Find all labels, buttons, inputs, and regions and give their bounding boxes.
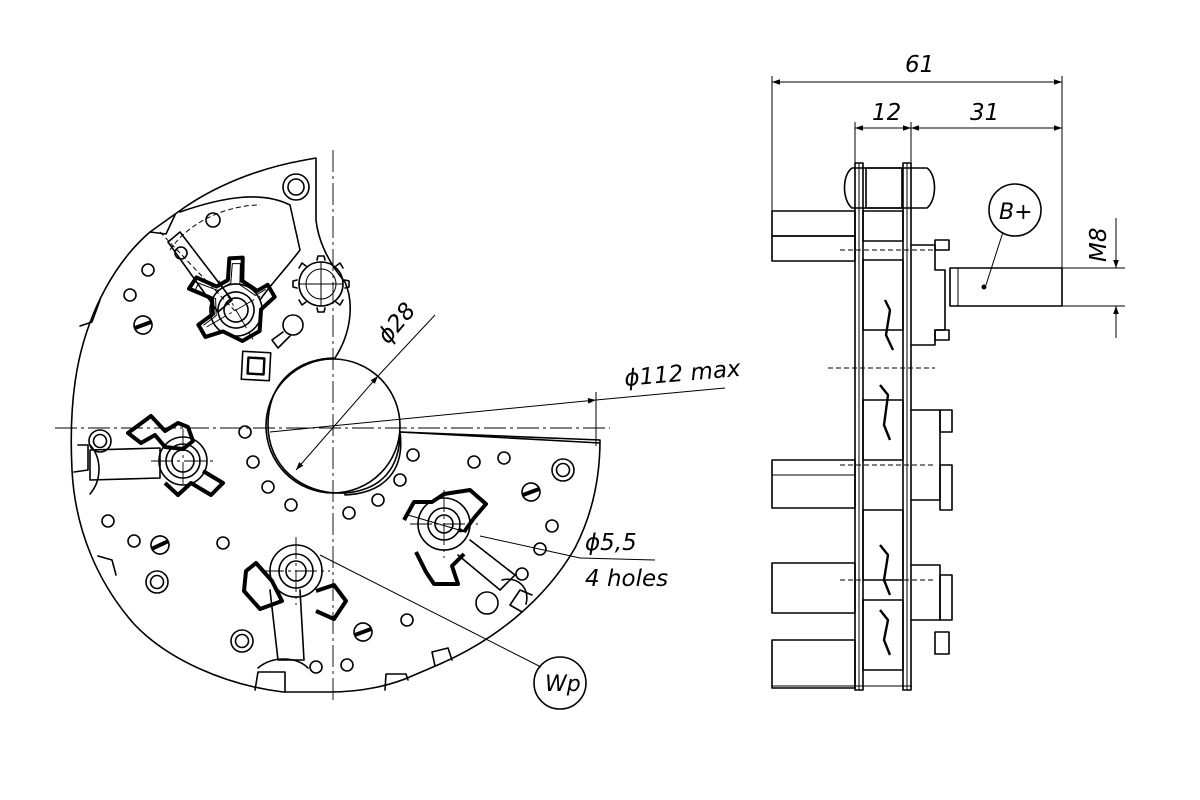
terminal-bar-inner [771, 235, 856, 262]
terminal-length-label: 31 [970, 100, 999, 126]
top-bolt [843, 167, 936, 209]
terminal-bar [771, 459, 856, 509]
dimension-thread: M8 [1062, 218, 1125, 338]
front-view: ϕ28 ϕ112 max ϕ5,5 4 holes Wp [55, 150, 742, 710]
holder-arm [89, 447, 161, 481]
screw-head [146, 531, 174, 559]
callout-wp: Wp [319, 554, 587, 710]
diode-holder [126, 414, 225, 497]
diode-holder [242, 537, 348, 621]
top-bolt-body [865, 167, 903, 209]
terminal-bar [771, 639, 856, 689]
centerline-arc [169, 204, 261, 251]
dimension-holes: ϕ5,5 4 holes [407, 514, 668, 592]
dimension-overall: 61 [771, 52, 1063, 268]
hole-diameter-label: ϕ5,5 [585, 530, 637, 556]
dimension-bore: ϕ28 [295, 298, 436, 471]
center-bore [265, 358, 401, 494]
callout-wp-label: Wp [545, 672, 581, 697]
mounting-hole [88, 429, 112, 453]
outline-notch [254, 671, 286, 693]
callout-b-plus: B+ [985, 183, 1042, 286]
plate-edge [399, 431, 601, 444]
small-holes [101, 246, 559, 674]
thread-label: M8 [1086, 228, 1112, 262]
holder-tab [257, 658, 309, 669]
holder-arm [167, 231, 233, 313]
outline-notch [149, 214, 176, 235]
lug-hole [282, 173, 310, 201]
b-plus-stud [949, 267, 1063, 307]
plate-spacing-label: 12 [872, 100, 901, 126]
stud-point [981, 284, 987, 290]
spacer [862, 599, 904, 671]
overall-width-label: 61 [905, 52, 934, 78]
hole-count-label: 4 holes [585, 566, 668, 592]
terminal-bar [771, 210, 856, 237]
screw-head [349, 618, 377, 646]
outer-diameter-label: ϕ112 max [623, 356, 742, 392]
screw-head [517, 478, 545, 506]
square-nut-inner [246, 356, 266, 376]
dimension-terminal: 31 [911, 100, 1062, 131]
holder-arm [269, 589, 305, 661]
dimension-spacing: 12 [854, 100, 912, 163]
side-view: 61 12 31 M8 B+ [771, 52, 1125, 691]
square-nut [240, 350, 272, 382]
bore-diameter-label: ϕ28 [373, 298, 421, 349]
outline-notch [509, 589, 533, 613]
callout-b-plus-label: B+ [999, 200, 1033, 225]
diode-holder [187, 255, 277, 343]
mounting-hole [230, 629, 254, 653]
outline-notch [384, 673, 409, 691]
mounting-hole [475, 591, 499, 615]
diode-bodies [879, 239, 953, 656]
lower-plate [344, 431, 402, 496]
terminal-bar [771, 562, 856, 614]
screw-head [129, 311, 157, 339]
outline-notch [431, 647, 453, 667]
mounting-hole [145, 570, 169, 594]
outline-notch [97, 555, 117, 576]
diode-holder [402, 488, 488, 586]
spacer [862, 210, 904, 242]
holder-arm-center [159, 231, 237, 313]
spacer [862, 259, 904, 331]
outline-notch [73, 444, 89, 473]
holder-tab [501, 578, 528, 605]
key-hole [282, 314, 304, 336]
spacer [862, 509, 904, 581]
outline-notch [79, 299, 101, 327]
lug-hole-inner [287, 178, 305, 196]
gear [292, 255, 350, 313]
small-hole [205, 212, 221, 228]
upper-lug [179, 196, 301, 301]
mounting-hole [551, 458, 575, 482]
holder-arm [457, 539, 516, 591]
key-stem [271, 331, 291, 349]
dimension-outer: ϕ112 max [269, 356, 742, 446]
spacer [862, 399, 904, 461]
